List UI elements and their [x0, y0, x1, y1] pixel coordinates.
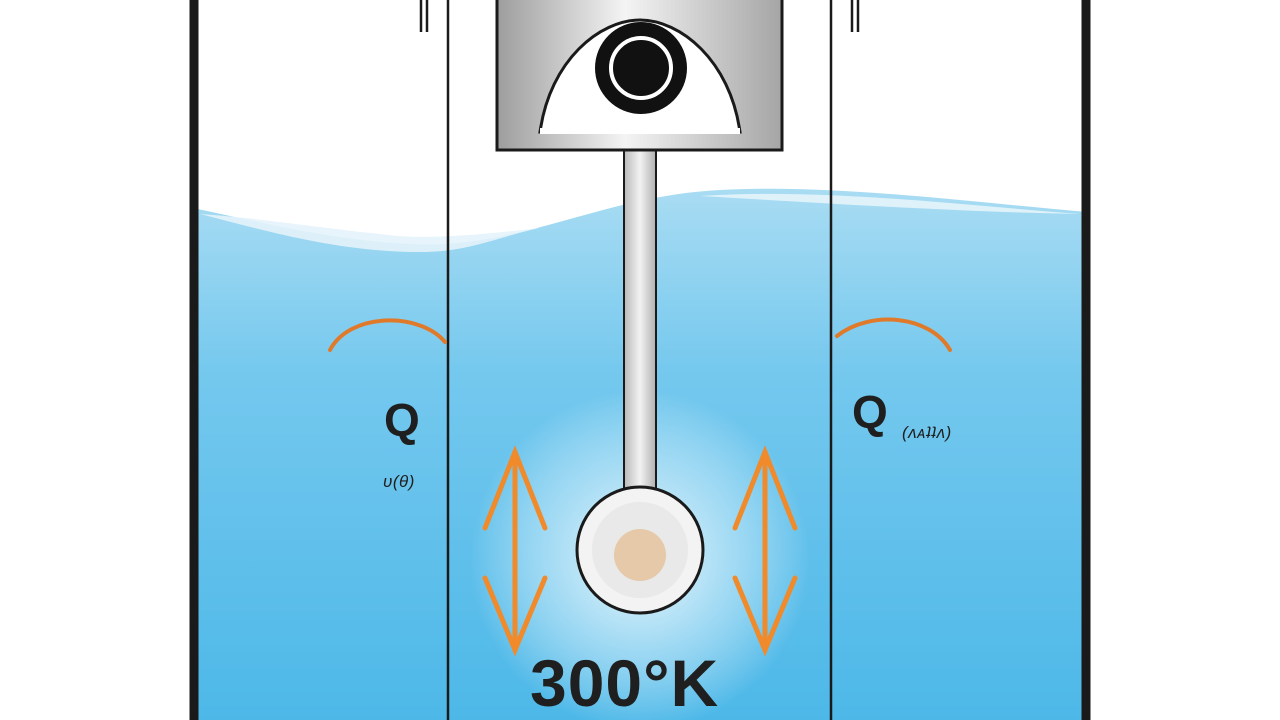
up-down-arrow-icon-right [732, 445, 798, 657]
temperature-label: 300°K [530, 646, 720, 720]
right-heat-sub-label: (ʌᴀʇʇʌ) [902, 423, 952, 442]
arc-icon-right [835, 317, 952, 352]
arc-icon-left [328, 318, 447, 352]
piston-icon [495, 0, 784, 152]
water-surface-highlight [200, 214, 540, 252]
right-heat-label: Q [852, 386, 888, 438]
water-surface-highlight-right [700, 193, 1080, 214]
up-down-arrow-icon-left [482, 445, 548, 657]
crank-bulb-icon [575, 485, 705, 615]
left-heat-label: Q [384, 394, 420, 446]
piston-rod [623, 129, 657, 503]
left-heat-sub-label: ʋ(θ) [383, 472, 415, 491]
